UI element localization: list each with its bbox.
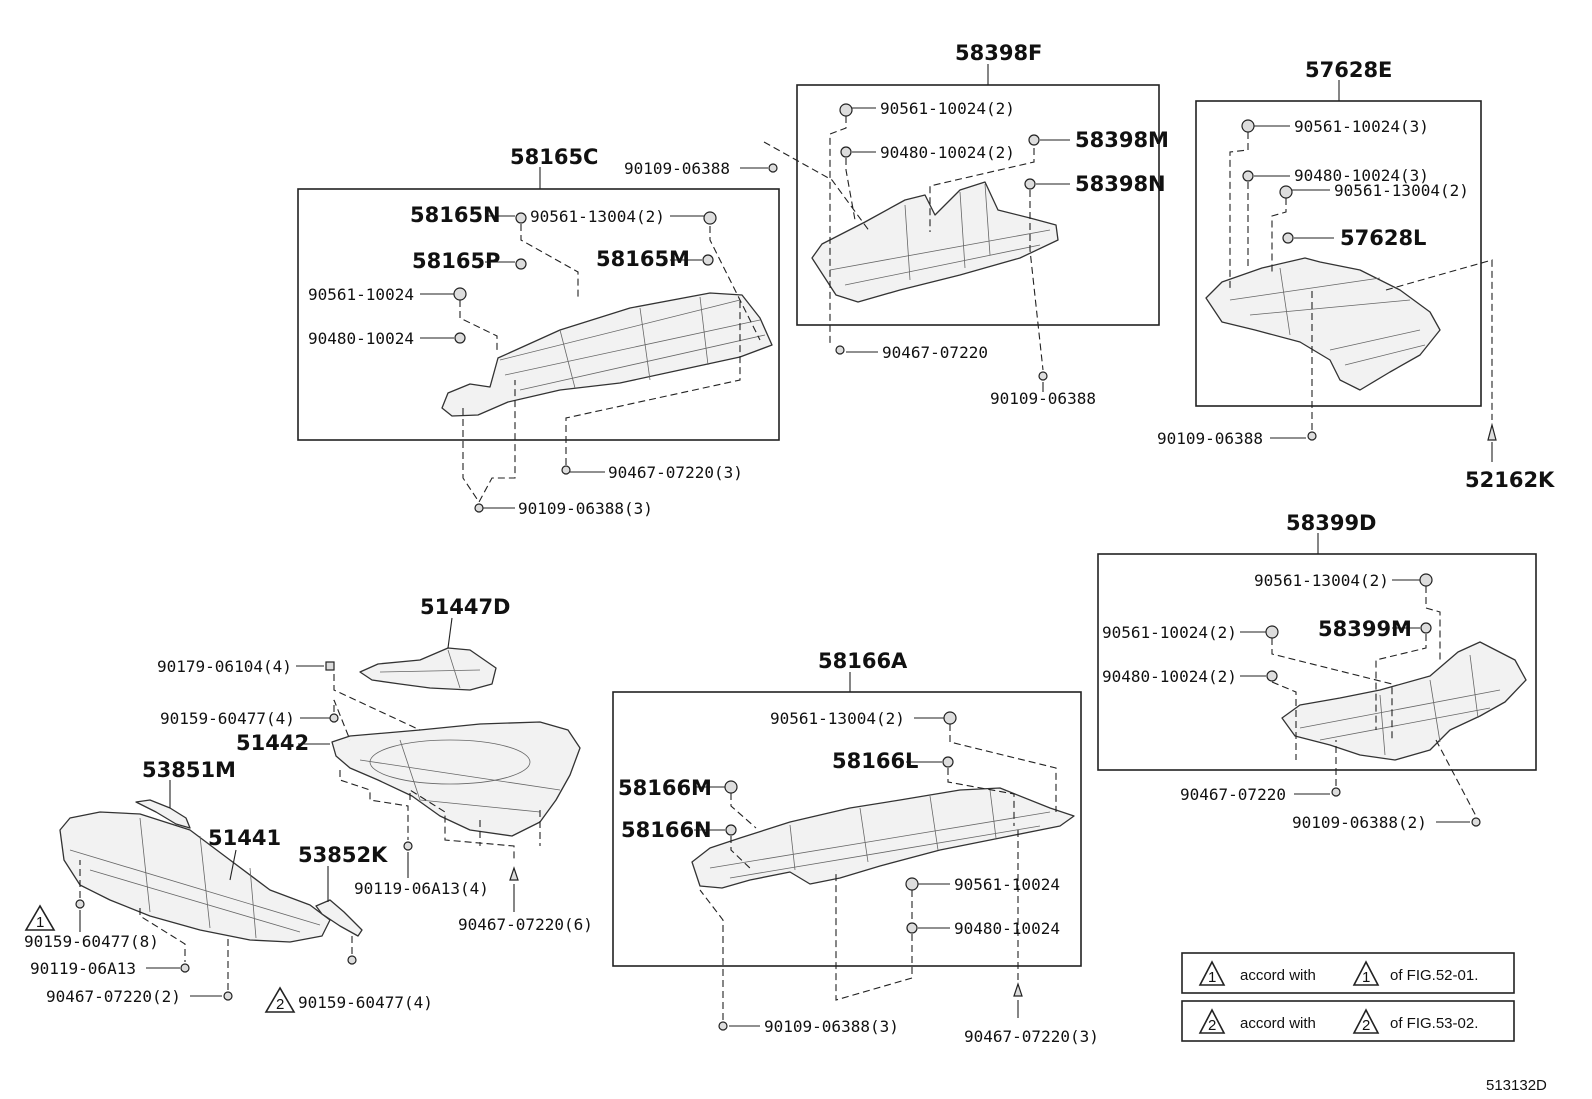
group-title-58398f: 58398F [955,41,1042,65]
group-box-58165c [297,188,780,441]
label-51447d: 51447D [420,595,511,619]
group-58165c: 58165C 58165N 90561-13004(2) 58165P 581 [297,145,780,518]
label-58166n: 58166N [621,818,712,842]
undercover-57628e [1205,257,1441,391]
group-title-58399d: 58399D [1286,511,1377,535]
label-90480-10024-2: 90480-10024(2) [880,143,1015,162]
group-box-58399d [1097,553,1537,771]
undercover-58399d [1281,641,1527,761]
group-58166a: 58166A 90561-13004(2) 58166L 58166M 5816… [612,649,1099,1046]
label-90109-06388: 90109-06388 [1157,429,1263,448]
label-90561-10024-3: 90561-10024(3) [1294,117,1429,136]
figure-id: 513132D [1486,1077,1547,1094]
label-90467-07220-3-58166a: 90467-07220(3) [964,1027,1099,1046]
part-53851m [135,799,191,829]
label-90467-07220-2: 90467-07220(2) [46,987,181,1006]
label-90109-06388-top: 90109-06388 [624,159,730,178]
part-51447d [359,647,497,691]
label-57628l: 57628L [1340,226,1426,250]
note-1-mark-a: 1 [1208,969,1216,986]
note-1-ref: of FIG.52-01. [1390,967,1478,984]
undercover-58166a [691,787,1075,889]
label-90561-10024-2: 90561-10024(2) [880,99,1015,118]
part-51442 [331,721,581,837]
label-90109-06388-2: 90109-06388(2) [1292,813,1427,832]
label-90109-06388-3: 90109-06388(3) [518,499,653,518]
group-title-58165c: 58165C [510,145,598,169]
label-90561-13004-2-58399d: 90561-13004(2) [1254,571,1389,590]
label-53852k: 53852K [298,843,388,867]
label-90467-07220-6: 90467-07220(6) [458,915,593,934]
label-90109-06388-bottom: 90109-06388 [990,389,1096,408]
note-1: 1 accord with 1 of FIG.52-01. [1181,952,1515,994]
note-2-mark-a: 2 [1208,1017,1216,1034]
note-2-ref: of FIG.53-02. [1390,1015,1478,1032]
label-58166l: 58166L [832,749,918,773]
label-58398m: 58398M [1075,128,1169,152]
label-90561-10024-2-58399d: 90561-10024(2) [1102,623,1237,642]
label-58398n: 58398N [1075,172,1166,196]
group-box-58166a [612,691,1082,967]
label-90179-06104-4: 90179-06104(4) [157,657,292,676]
group-58399d: 58399D 90561-13004(2) 90561-10024(2) 583… [1097,511,1537,832]
part-51441 [59,811,331,943]
label-90480-10024-3: 90480-10024(3) [1294,166,1429,185]
label-90561-13004-2: 90561-13004(2) [530,207,665,226]
label-90561-10024-58166a: 90561-10024 [954,875,1060,894]
label-90480-10024-58166a: 90480-10024 [954,919,1060,938]
undercover-58165c [441,292,773,417]
label-90467-07220: 90467-07220 [882,343,988,362]
group-title-57628e: 57628E [1305,58,1392,82]
label-90561-13004-2: 90561-13004(2) [1334,181,1469,200]
label-90467-07220-3: 90467-07220(3) [608,463,743,482]
label-58165n: 58165N [410,203,501,227]
label-53851m: 53851M [142,758,236,782]
note-2: 2 accord with 2 of FIG.53-02. [1181,1000,1515,1042]
label-90561-10024: 90561-10024 [308,285,414,304]
label-90119-06a13-4: 90119-06A13(4) [354,879,489,898]
group-box-58398f [796,84,1160,326]
label-90159-60477-8: 90159-60477(8) [24,932,159,951]
part-53852k [315,899,363,937]
note-2-mark-b: 2 [1362,1017,1370,1034]
label-51442: 51442 [236,731,309,755]
group-title-58166a: 58166A [818,649,908,673]
note-2-marker-number: 2 [276,996,284,1013]
note-2-triangle-marker [264,986,296,1013]
label-90159-60477-4-bottom: 90159-60477(4) [298,993,433,1012]
label-52162k: 52162K [1465,468,1555,492]
note-1-triangle-marker [24,904,56,931]
label-90480-10024-2-58399d: 90480-10024(2) [1102,667,1237,686]
note-1-text: accord with [1240,967,1316,984]
undercover-58398f [811,181,1059,303]
label-90119-06a13: 90119-06A13 [30,959,136,978]
label-58165m: 58165M [596,247,690,271]
note-1-mark-b: 1 [1362,969,1370,986]
label-90159-60477-4-top: 90159-60477(4) [160,709,295,728]
label-90109-06388-3-58166a: 90109-06388(3) [764,1017,899,1036]
label-90480-10024: 90480-10024 [308,329,414,348]
label-58166m: 58166M [618,776,712,800]
label-58399m: 58399M [1318,617,1412,641]
group-front: 51447D 90179-06104(4) 90159-60477(4) 514… [24,595,593,1013]
group-58398f: 58398F 90109-06388 90561-10024(2) 90480-… [624,41,1169,408]
label-51441: 51441 [208,826,281,850]
label-90561-13004-2-58166a: 90561-13004(2) [770,709,905,728]
group-57628e: 57628E 90561-10024(3) 90480-10024(3) 905… [1157,58,1555,492]
note-2-text: accord with [1240,1015,1316,1032]
label-58165p: 58165P [412,249,500,273]
label-90467-07220-58399d: 90467-07220 [1180,785,1286,804]
note-1-marker-number: 1 [36,914,44,931]
